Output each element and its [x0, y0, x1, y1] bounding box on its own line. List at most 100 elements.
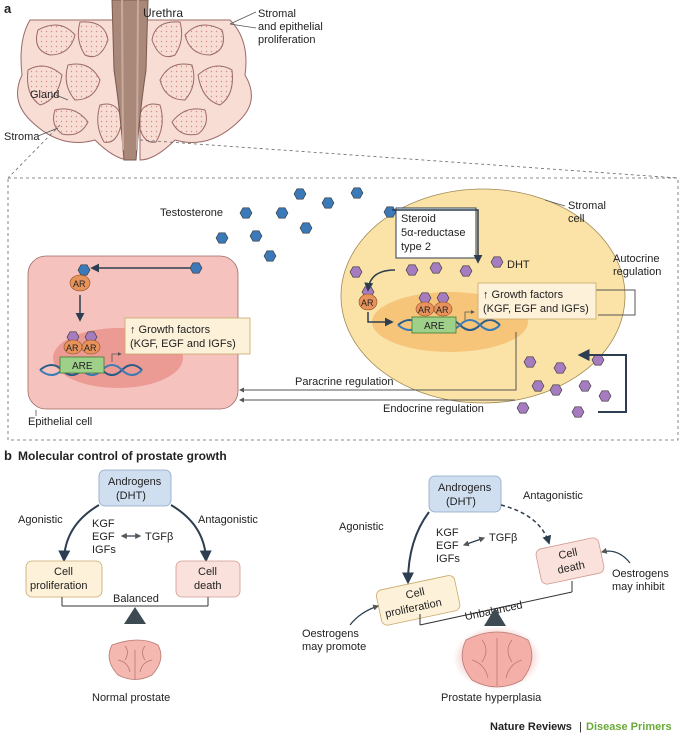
dht-label: DHT — [507, 259, 530, 271]
steroid-label-3: type 2 — [401, 241, 431, 253]
epithelial-gf-label-1: ↑ Growth factors — [130, 324, 211, 336]
androgens-right-1: Androgens — [438, 482, 492, 494]
balanced-scheme: Androgens (DHT) Agonistic Antagonistic K… — [18, 469, 258, 704]
stromal-gf-label-2: (KGF, EGF and IGFs) — [483, 303, 589, 315]
stromal-prolif-label-1: Stromal — [258, 8, 296, 20]
gland-label: Gland — [30, 89, 59, 101]
stromal-cell-label-2: cell — [568, 213, 585, 225]
testosterone-hexagon — [239, 207, 253, 219]
testosterone-hexagon — [321, 197, 335, 209]
stromal-ar-label-2: AR — [418, 305, 431, 315]
testosterone-hexagon — [299, 222, 313, 234]
cell-death-left-2: death — [194, 580, 222, 592]
cell-prolif-left-2: proliferation — [30, 580, 87, 592]
stromal-ar-label: AR — [361, 298, 374, 308]
dht-hexagon — [531, 380, 545, 392]
epithelial-are-label: ARE — [72, 361, 93, 372]
testosterone-label: Testosterone — [160, 207, 223, 219]
dht-hexagon — [591, 354, 605, 366]
androgens-left-1: Androgens — [108, 476, 162, 488]
stromal-are-label: ARE — [424, 321, 445, 332]
prostate-cross-section — [17, 0, 252, 161]
testosterone-hexagon — [293, 188, 307, 200]
tgfb-left: TGFβ — [145, 531, 173, 543]
testosterone-hexagon — [215, 232, 229, 244]
egf-right: EGF — [436, 540, 459, 552]
epithelial-ar-label-3: AR — [84, 343, 97, 353]
kgf-right: KGF — [436, 527, 459, 539]
cell-prolif-right-1: Cell — [405, 586, 426, 602]
epithelial-cell-label: Epithelial cell — [28, 416, 92, 428]
antagonistic-right: Antagonistic — [523, 490, 583, 502]
endocrine-label: Endocrine regulation — [383, 403, 484, 415]
testosterone-hexagon — [350, 187, 364, 199]
dht-hexagon — [578, 380, 592, 392]
androgens-left-2: (DHT) — [116, 490, 146, 502]
stromal-cell-label-1: Stromal — [568, 200, 606, 212]
dht-hexagon — [436, 292, 450, 304]
agonistic-left: Agonistic — [18, 514, 63, 526]
footer-separator: | — [579, 721, 582, 733]
panel-b-letter: b — [4, 448, 12, 463]
testosterone-hexagon — [77, 264, 91, 276]
cell-death-right-2: death — [557, 559, 586, 576]
oest-promote-label-1: Oestrogens — [302, 628, 359, 640]
epithelial-gf-label-2: (KGF, EGF and IGFs) — [130, 338, 236, 350]
oest-inhibit-label-2: may inhibit — [612, 581, 665, 593]
kgf-left: KGF — [92, 518, 115, 530]
stromal-ar-label-3: AR — [436, 305, 449, 315]
dht-hexagon — [571, 406, 585, 418]
antagonistic-left: Antagonistic — [198, 514, 258, 526]
steroid-label-1: Steroid — [401, 213, 436, 225]
unbalanced-scheme: Androgens (DHT) Agonistic Antagonistic K… — [302, 475, 669, 704]
autocrine-label-1: Autocrine — [613, 253, 659, 265]
dht-hexagon — [523, 356, 537, 368]
stromal-growth-factor-box — [477, 282, 597, 320]
stromal-gf-label-1: ↑ Growth factors — [483, 289, 564, 301]
tgfb-right: TGFβ — [489, 532, 517, 544]
epithelial-ar-label: AR — [73, 279, 86, 289]
dht-hexagon — [405, 264, 419, 276]
testosterone-hexagon — [249, 230, 263, 242]
egf-left: EGF — [92, 531, 115, 543]
testosterone-hexagon — [275, 207, 289, 219]
cell-death-left-1: Cell — [198, 566, 217, 578]
igfs-left: IGFs — [92, 544, 116, 556]
dht-hexagon — [429, 262, 443, 274]
testosterone-hexagon — [189, 262, 203, 274]
normal-prostate-icon — [108, 639, 162, 680]
stromal-prolif-label-3: proliferation — [258, 34, 315, 46]
paracrine-label: Paracrine regulation — [295, 376, 393, 388]
steroid-label-2: 5α-reductase — [401, 227, 465, 239]
panel-b-title: Molecular control of prostate growth — [18, 449, 227, 463]
testosterone-hexagon — [383, 206, 397, 218]
oest-promote-label-2: may promote — [302, 641, 366, 653]
hyperplasia-label: Prostate hyperplasia — [441, 692, 542, 704]
dht-hexagon — [349, 266, 363, 278]
androgens-right-2: (DHT) — [446, 496, 476, 508]
footer-series: Disease Primers — [586, 721, 672, 733]
zoom-box — [7, 177, 679, 441]
epithelial-ar-label-2: AR — [66, 343, 79, 353]
stromal-ar-complex: AR ARE AR AR — [358, 293, 501, 334]
urethra-label: Urethra — [143, 6, 183, 20]
dht-hexagon — [553, 362, 567, 374]
stromal-prolif-label-2: and epithelial — [258, 21, 323, 33]
steroid-5a-reductase-box — [395, 207, 477, 259]
dht-hexagon — [598, 390, 612, 402]
balanced-label: Balanced — [113, 593, 159, 605]
dht-hexagons — [66, 256, 612, 418]
hyperplasia-prostate-icon — [453, 626, 541, 690]
panel-a-letter: a — [4, 1, 12, 16]
epithelial-ar-complex: AR ARE AR AR — [39, 274, 143, 376]
cell-prolif-left-1: Cell — [54, 566, 73, 578]
agonistic-right: Agonistic — [339, 521, 384, 533]
cell-death-right-1: Cell — [558, 546, 579, 562]
autocrine-label-2: regulation — [613, 266, 661, 278]
oest-inhibit-label-1: Oestrogens — [612, 568, 669, 580]
epithelial-growth-factor-box — [124, 317, 251, 355]
footer-journal: Nature Reviews — [490, 721, 572, 733]
stroma-label: Stroma — [4, 131, 40, 143]
igfs-right: IGFs — [436, 553, 460, 565]
